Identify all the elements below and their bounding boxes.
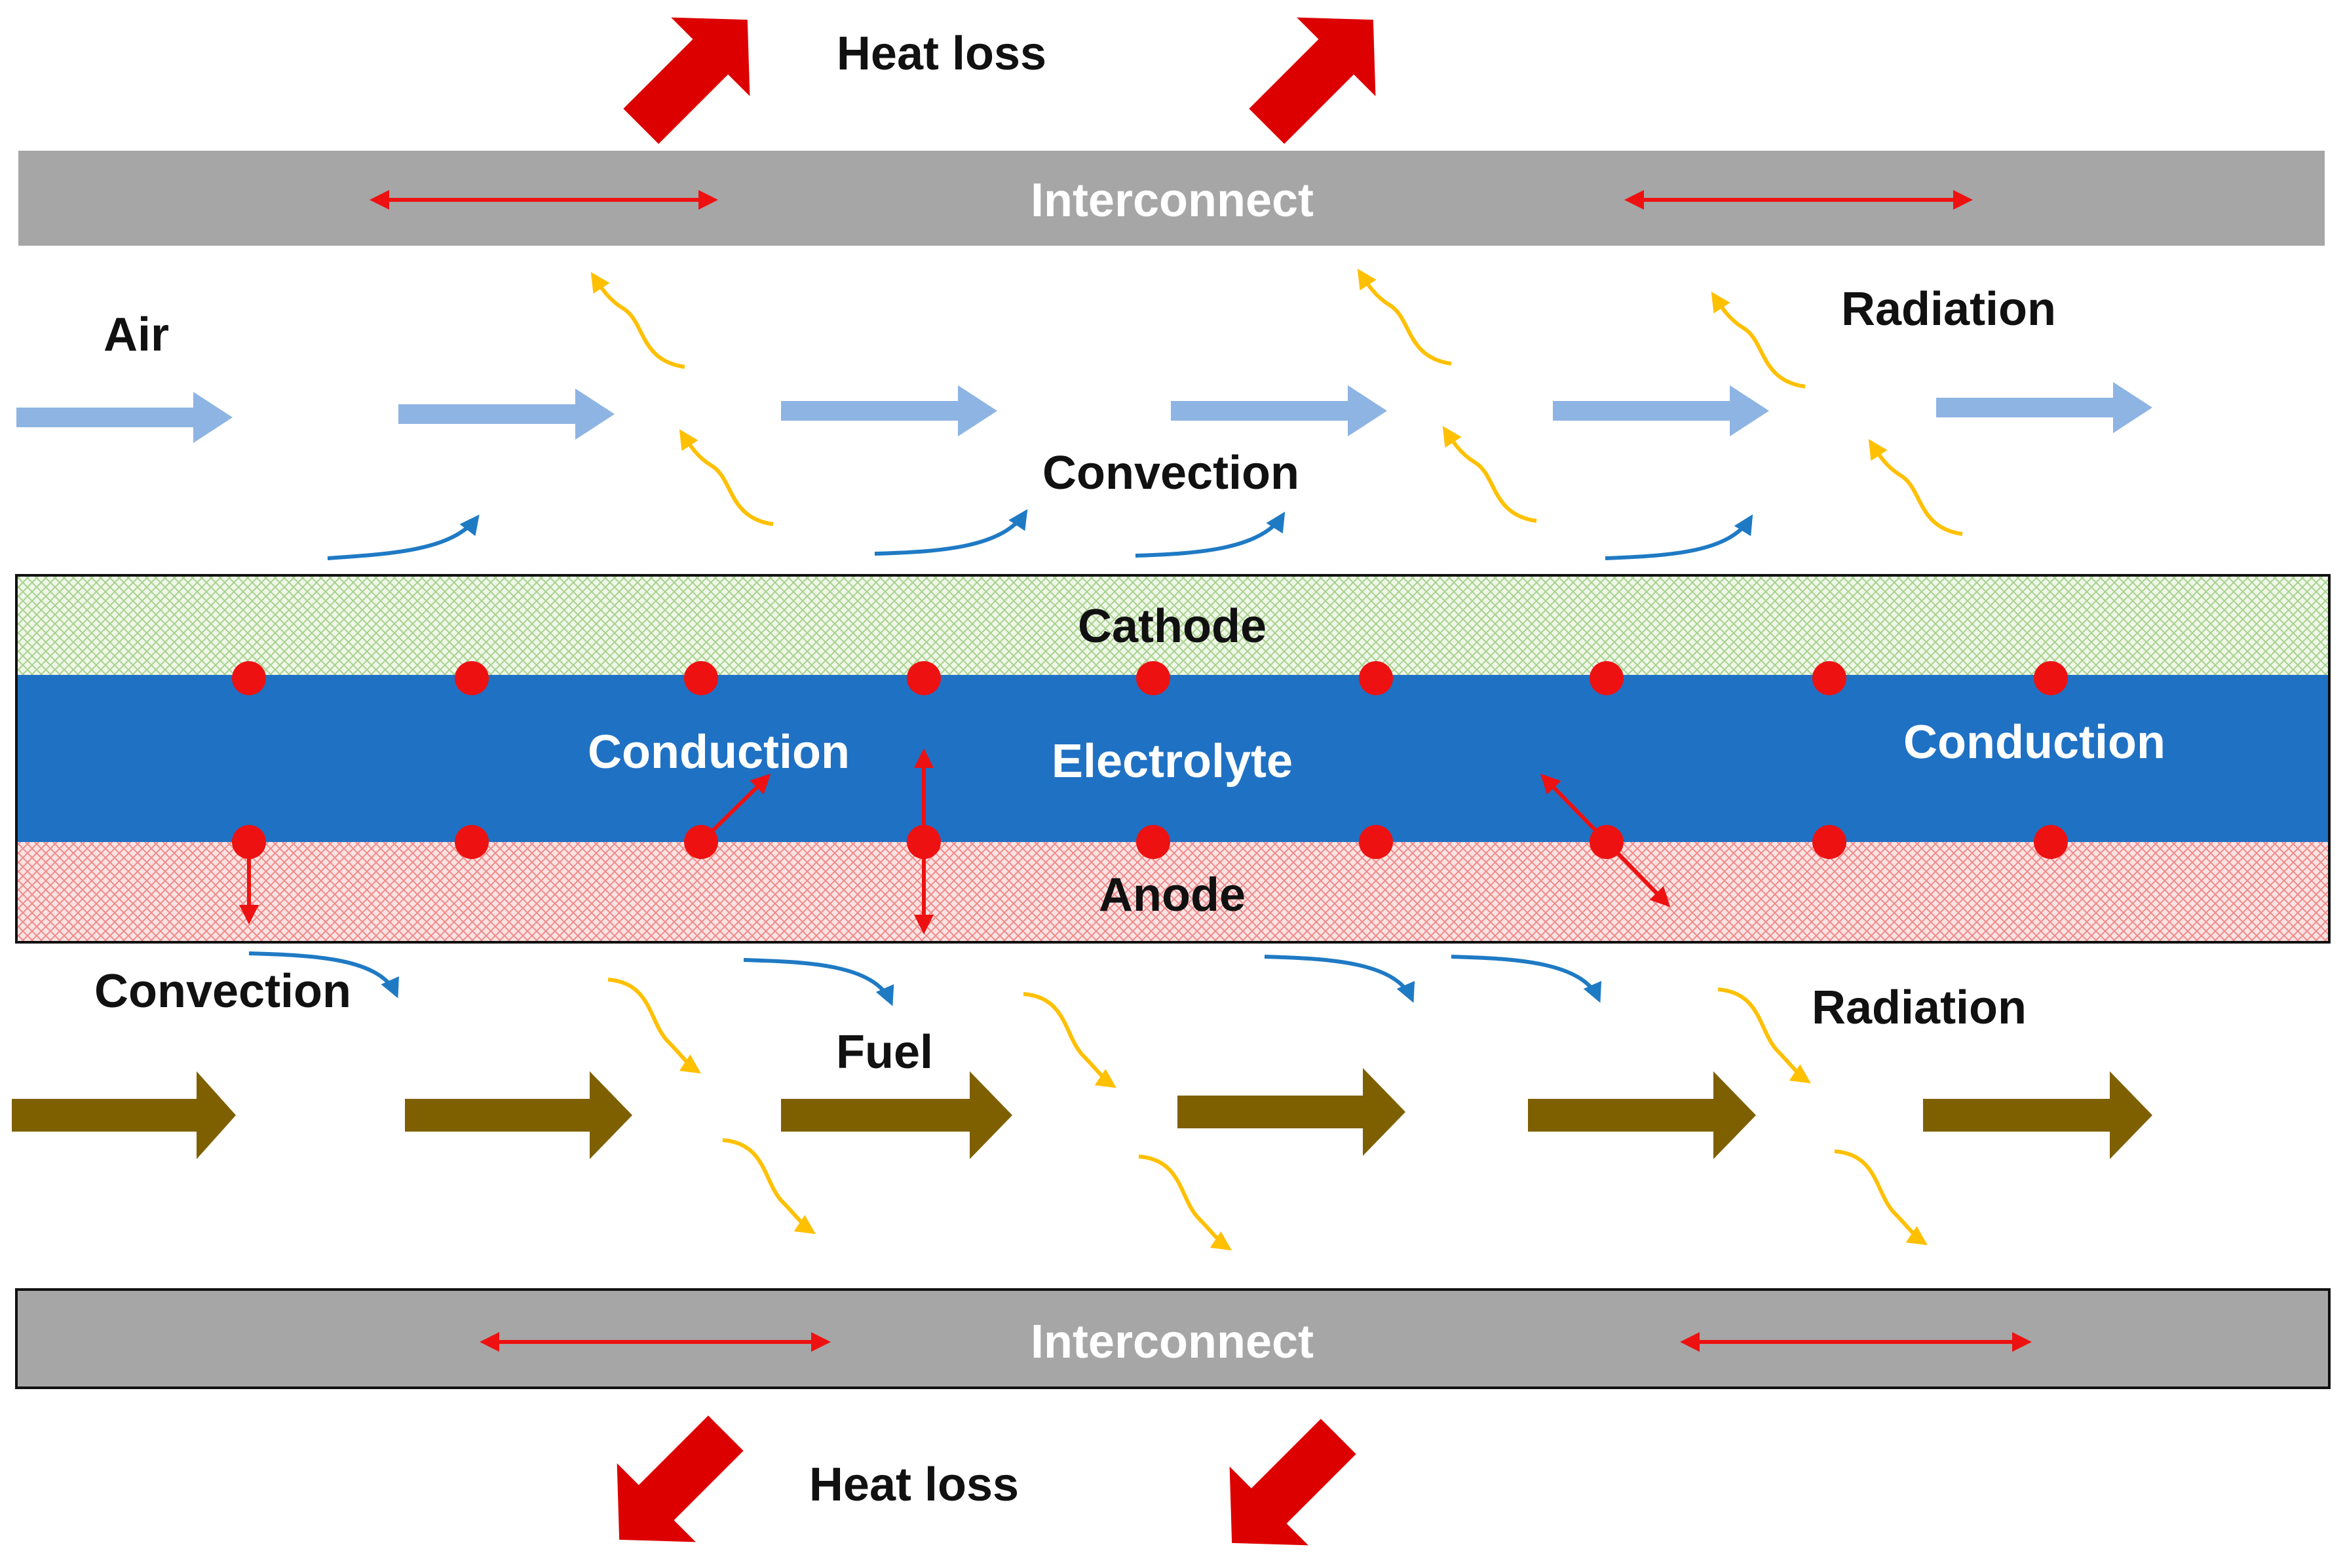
interface-node	[1359, 661, 1393, 695]
air-flow-arrows	[16, 382, 2152, 443]
fuel-flow-arrow	[1923, 1071, 2152, 1159]
pen-outline	[15, 574, 2331, 944]
heat-loss-arrow-top-left	[623, 17, 750, 144]
interface-node	[232, 661, 266, 695]
radiation-arrow	[1868, 438, 1963, 536]
interconnect-bottom-label: Interconnect	[1031, 1316, 1314, 1368]
fuel-flow-arrows	[12, 1068, 2152, 1159]
convection-arrow	[1605, 514, 1753, 560]
heat-loss-label-bottom: Heat loss	[809, 1459, 1019, 1511]
radiation-arrow	[1023, 992, 1116, 1088]
heat-loss-arrow-top-right	[1249, 17, 1376, 144]
convection-arrow	[327, 514, 480, 560]
convection-arrow	[1135, 511, 1286, 558]
interface-node	[907, 661, 941, 695]
radiation-arrow	[1442, 425, 1537, 523]
convection-arrow	[874, 508, 1028, 556]
anode-layer	[16, 842, 2329, 942]
air-flow-arrow	[781, 385, 997, 436]
radiation-arrow	[679, 429, 774, 526]
electrolyte-label: Electrolyte	[1052, 735, 1293, 788]
electrolyte-layer	[16, 675, 2329, 842]
convection-arrow	[1451, 955, 1602, 1003]
interface-node	[455, 825, 489, 859]
air-flow-arrow	[398, 389, 615, 440]
cathode-label: Cathode	[1078, 600, 1267, 653]
cathode-layer	[16, 575, 2329, 675]
convection-arrow	[743, 958, 894, 1006]
interface-node	[1812, 825, 1846, 859]
fuel-label: Fuel	[836, 1026, 933, 1079]
interface-nodes-anode	[232, 825, 2068, 859]
heat-loss-arrow-bottom-right	[1229, 1419, 1356, 1546]
radiation-arrows-bottom	[607, 978, 1928, 1251]
radiation-label-top: Radiation	[1841, 283, 2056, 335]
air-flow-arrow	[1936, 382, 2152, 433]
convection-arrow	[1264, 955, 1415, 1003]
radiation-arrow	[1357, 268, 1452, 366]
air-label: Air	[104, 309, 169, 361]
interface-nodes-cathode	[232, 661, 2068, 695]
heat-loss-label-top: Heat loss	[837, 28, 1046, 80]
interface-node	[907, 825, 941, 859]
interface-node	[2034, 661, 2068, 695]
interface-node	[1136, 825, 1170, 859]
radiation-arrow	[722, 1138, 816, 1234]
radiation-arrows-top	[590, 268, 1963, 536]
air-flow-arrow	[16, 392, 233, 443]
fuel-flow-arrow	[1528, 1071, 1756, 1159]
interface-node	[455, 661, 489, 695]
convection-label-bottom: Convection	[94, 965, 351, 1018]
convection-arrow	[248, 951, 399, 999]
anode-label: Anode	[1099, 869, 1246, 921]
convection-label-top: Convection	[1042, 447, 1299, 499]
radiation-arrow	[1717, 987, 1811, 1084]
convection-arrows-bottom	[248, 951, 1602, 1006]
interface-node	[684, 825, 718, 859]
fuel-flow-arrow	[781, 1071, 1012, 1159]
fuel-flow-arrow	[1177, 1068, 1405, 1156]
radiation-arrow	[590, 271, 685, 369]
radiation-arrow	[1138, 1155, 1232, 1251]
conduction-label-right: Conduction	[1903, 716, 2165, 769]
fuel-flow-arrow	[405, 1071, 632, 1159]
interface-node	[1590, 825, 1624, 859]
interconnect-top-label: Interconnect	[1031, 174, 1314, 227]
conduction-label-left: Conduction	[588, 726, 850, 778]
radiation-arrow	[607, 978, 701, 1074]
interface-node	[232, 825, 266, 859]
air-flow-arrow	[1171, 385, 1387, 436]
radiation-arrow	[1711, 291, 1806, 389]
interface-node	[1812, 661, 1846, 695]
interface-node	[684, 661, 718, 695]
heat-loss-arrow-bottom-left	[617, 1415, 744, 1542]
convection-arrows-top	[327, 508, 1753, 560]
radiation-label-bottom: Radiation	[1812, 982, 2027, 1034]
radiation-arrow	[1834, 1149, 1928, 1246]
interface-node	[1590, 661, 1624, 695]
fuel-flow-arrow	[12, 1071, 236, 1159]
interface-node	[1359, 825, 1393, 859]
air-flow-arrow	[1553, 385, 1769, 436]
interface-node	[2034, 825, 2068, 859]
interface-node	[1136, 661, 1170, 695]
